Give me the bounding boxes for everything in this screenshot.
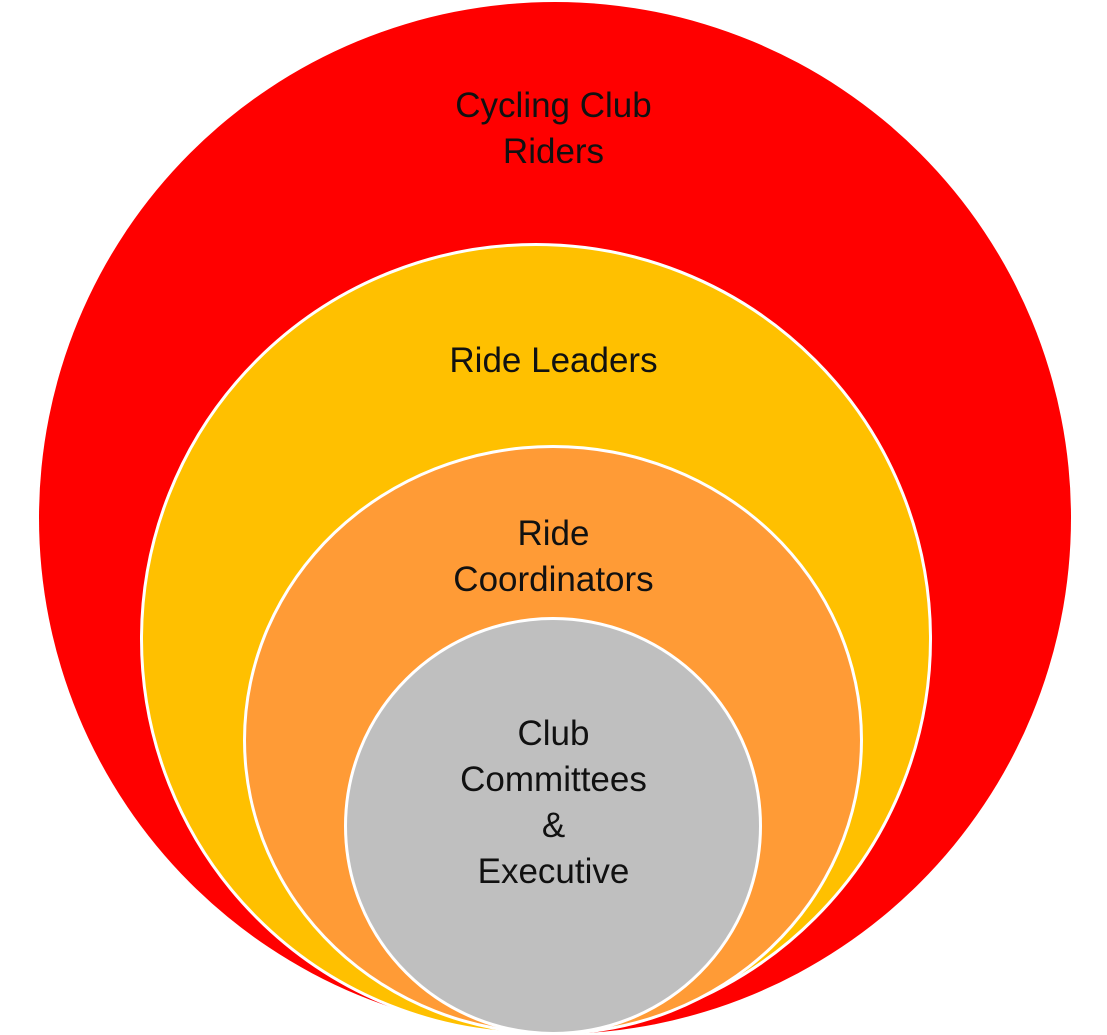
- label-ride-leaders: Ride Leaders: [0, 338, 1107, 384]
- label-line: Ride Leaders: [449, 341, 658, 380]
- label-cycling-club-riders: Cycling Club Riders: [0, 83, 1107, 175]
- label-line: Committees: [460, 760, 647, 799]
- label-club-committees-executive: Club Committees & Executive: [0, 711, 1107, 895]
- label-line: Ride: [517, 514, 590, 553]
- label-line: Coordinators: [453, 560, 654, 599]
- label-line: Club: [517, 714, 590, 753]
- label-line: &: [541, 806, 566, 845]
- label-line: Riders: [502, 132, 605, 171]
- label-ride-coordinators: Ride Coordinators: [0, 511, 1107, 603]
- label-line: Cycling Club: [455, 86, 652, 125]
- ring-club-committees-executive: [344, 617, 762, 1035]
- label-line: Executive: [477, 852, 630, 891]
